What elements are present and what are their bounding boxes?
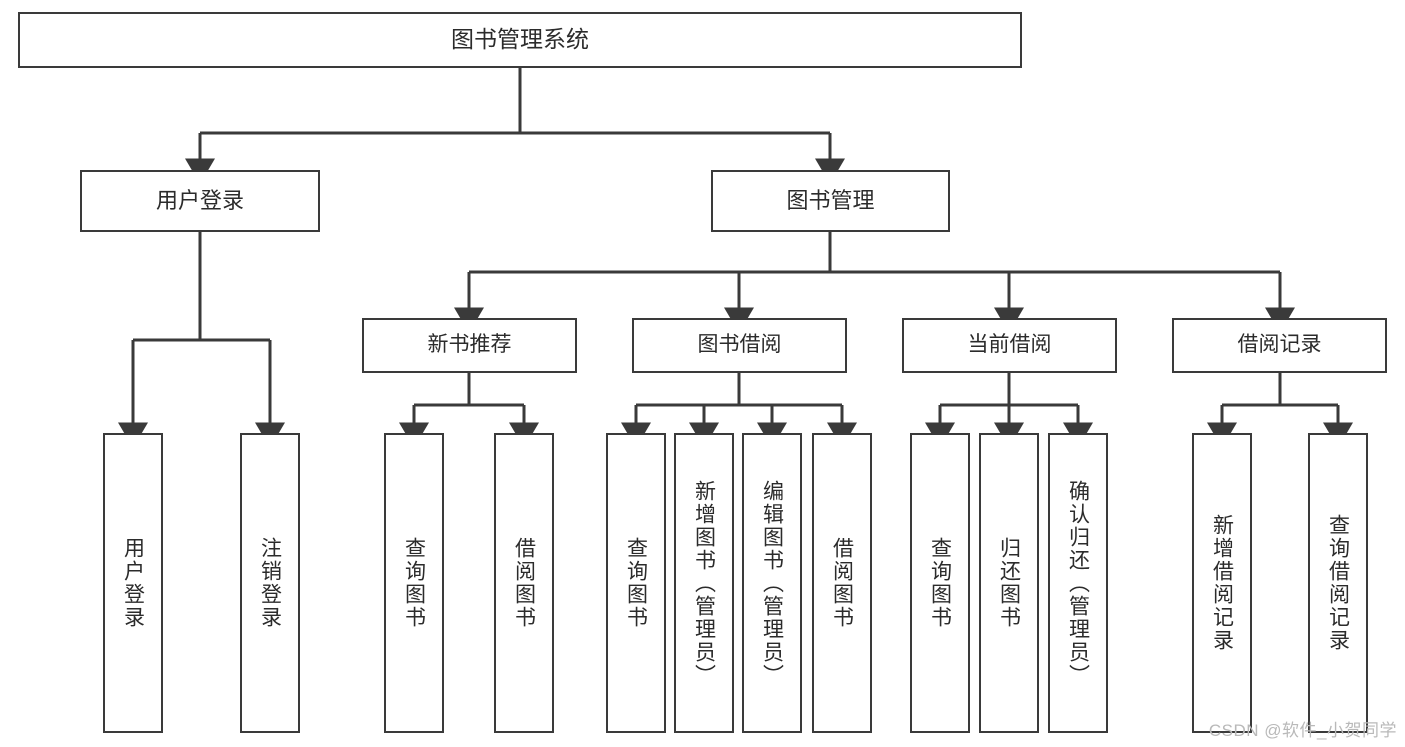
node-label: 用户登录 [155,188,244,214]
node-leaf-logout[interactable]: 注销登录 [240,433,300,733]
node-leaf-return-book[interactable]: 归还图书 [979,433,1039,733]
node-leaf-query-book-recommend[interactable]: 查询图书 [384,433,444,733]
node-book-borrow[interactable]: 图书借阅 [632,318,847,373]
node-current-borrow[interactable]: 当前借阅 [902,318,1117,373]
node-leaf-query-book-current[interactable]: 查询图书 [910,433,970,733]
node-label: 图书管理系统 [451,26,589,53]
node-label: 查询图书 [928,537,952,629]
node-label: 注销登录 [258,537,282,629]
node-label: 图书借阅 [697,333,782,357]
node-user-login[interactable]: 用户登录 [80,170,320,232]
node-label: 借阅图书 [512,537,536,629]
node-label: 借阅记录 [1237,333,1322,357]
node-label: 新增借阅记录 [1210,514,1234,652]
node-borrow-records[interactable]: 借阅记录 [1172,318,1387,373]
node-leaf-query-book-borrow[interactable]: 查询图书 [606,433,666,733]
node-leaf-borrow-book-recommend[interactable]: 借阅图书 [494,433,554,733]
node-label: 查询图书 [624,537,648,629]
node-label: 归还图书 [997,537,1021,629]
node-leaf-user-login[interactable]: 用户登录 [103,433,163,733]
node-root-book-management-system[interactable]: 图书管理系统 [18,12,1022,68]
node-label: 当前借阅 [967,333,1052,357]
node-leaf-edit-book-admin[interactable]: 编辑图书（管理员） [742,433,802,733]
node-label: 借阅图书 [830,537,854,629]
node-label: 查询借阅记录 [1326,514,1350,652]
node-leaf-query-borrow-record[interactable]: 查询借阅记录 [1308,433,1368,733]
node-label: 查询图书 [402,537,426,629]
node-label: 用户登录 [121,537,145,629]
node-leaf-add-borrow-record[interactable]: 新增借阅记录 [1192,433,1252,733]
node-new-book-recommend[interactable]: 新书推荐 [362,318,577,373]
node-label: 新增图书（管理员） [692,479,716,687]
node-leaf-confirm-return-admin[interactable]: 确认归还（管理员） [1048,433,1108,733]
node-label: 确认归还（管理员） [1066,479,1090,687]
node-leaf-add-book-admin[interactable]: 新增图书（管理员） [674,433,734,733]
node-label: 新书推荐 [427,333,512,357]
node-label: 编辑图书（管理员） [760,479,784,687]
node-label: 图书管理 [786,188,875,214]
node-book-management[interactable]: 图书管理 [711,170,950,232]
node-leaf-borrow-book[interactable]: 借阅图书 [812,433,872,733]
watermark-text: CSDN @软件_小贺同学 [1208,721,1397,740]
